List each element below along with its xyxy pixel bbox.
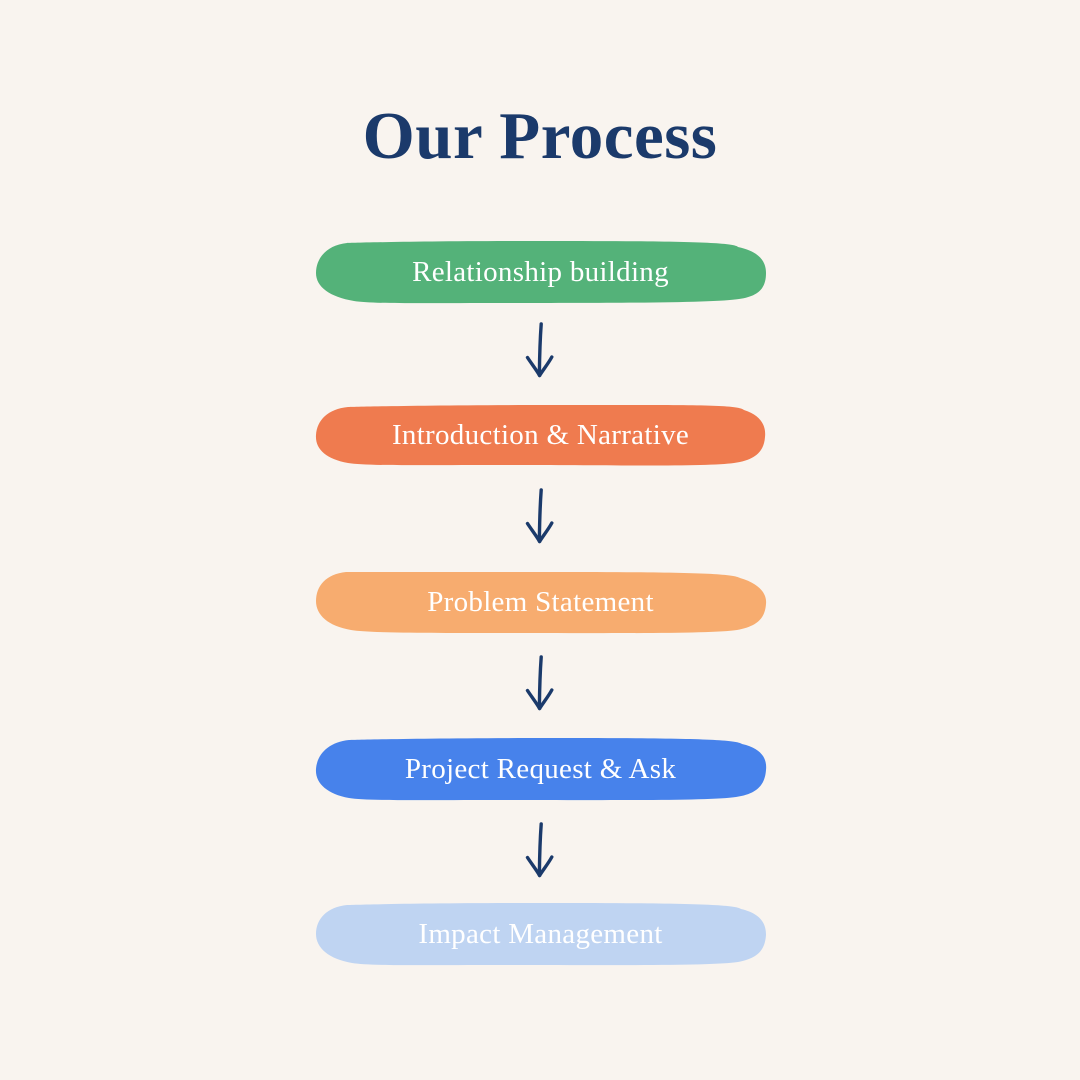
step-shape-2 [314, 403, 767, 467]
process-step-4[interactable]: Project Request & Ask [314, 737, 767, 801]
step-label-4: Project Request & Ask [404, 752, 677, 785]
arrow-down-icon [506, 322, 574, 382]
process-step-1[interactable]: Relationship building [314, 240, 767, 304]
process-step-3[interactable]: Problem Statement [314, 570, 767, 634]
step-label-5: Impact Management [418, 917, 663, 950]
process-step-2[interactable]: Introduction & Narrative [314, 403, 767, 467]
arrow-down-icon [506, 488, 574, 548]
step-shape-3 [314, 570, 767, 634]
step-label-1: Relationship building [412, 255, 669, 288]
process-step-5[interactable]: Impact Management [314, 902, 767, 966]
arrow-down-icon [506, 655, 574, 715]
arrow-down-icon [506, 822, 574, 882]
page-title: Our Process [362, 99, 718, 173]
step-shape-5 [314, 902, 767, 966]
step-label-2: Introduction & Narrative [391, 418, 690, 451]
step-shape-4 [314, 737, 767, 801]
step-label-3: Problem Statement [427, 585, 654, 618]
step-shape-1 [314, 240, 767, 304]
